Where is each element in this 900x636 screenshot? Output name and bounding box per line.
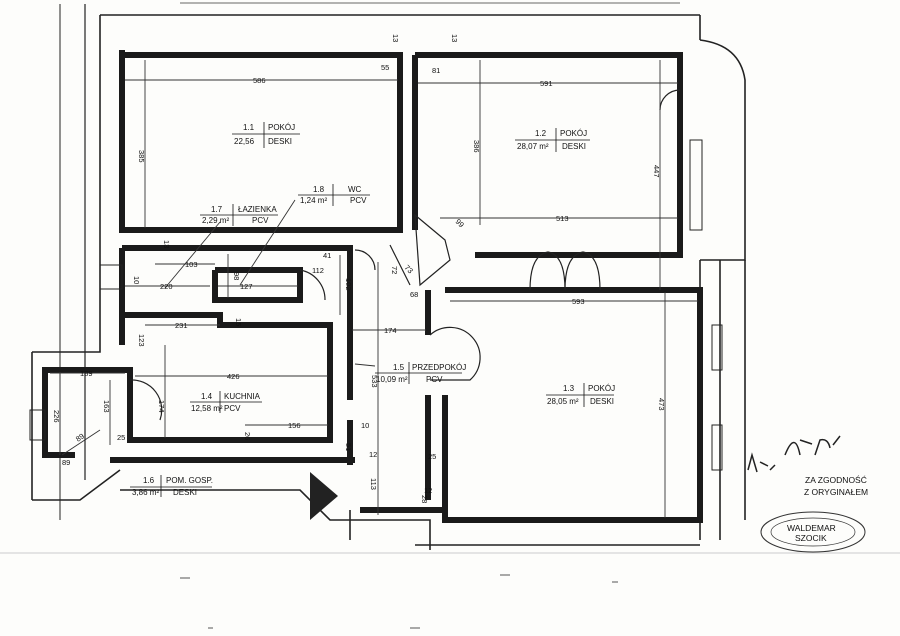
dim-label: 231 [175,321,188,330]
room-1-7-name: ŁAZIENKA [238,205,277,214]
dim-label: 113 [369,478,378,490]
dim-label: 81 [432,66,440,75]
dim-label: 593 [572,297,585,306]
doors [129,89,681,421]
outer-walls [31,14,746,550]
dim-label: 25 [428,452,436,461]
handwritten-signature [747,435,841,473]
dim-label: 123 [137,334,146,347]
dim-label: 586 [253,76,266,85]
dim-label: 98 [232,272,241,280]
dim-label: 51 [344,443,353,451]
dim-label: 385 [137,150,146,163]
dim-label: 15 [234,318,243,326]
dim-label: 174 [384,326,397,335]
room-1-4-area: 12,58 m² [191,404,223,413]
dim-label: 447 [652,165,661,178]
dim-label: 174 [157,400,166,413]
interior-walls [42,50,703,523]
room-1-1-name: POKÓJ [268,123,295,132]
room-1-2-floor: DESKI [562,142,586,151]
dim-label: 473 [657,398,666,411]
certification-line-1: ZA ZGODNOŚĆ [805,474,867,485]
dim-label: 163 [102,400,111,413]
stamp-name: WALDEMAR [787,523,836,533]
dim-label: 41 [323,251,331,260]
room-1-2-area: 28,07 m² [517,142,549,151]
room-1-3-floor: DESKI [590,397,614,406]
room-1-6-number: 1.6 [143,476,155,485]
dim-label: 10 [132,276,141,284]
dim-label: 112 [312,266,324,275]
room-1-8-area: 1,24 m² [300,196,327,205]
dim-label: 386 [472,140,481,153]
dim-label: 10 [361,421,369,430]
dimension-labels: 586 591 385 386 447 513 593 473 533 174 … [52,34,666,503]
room-1-7-floor: PCV [252,216,269,225]
dim-label: 25 [117,433,125,442]
dim-label: 513 [556,214,569,223]
dim-label: 12 [424,486,432,495]
dim-label: 55 [381,63,389,72]
room-1-8-floor: PCV [350,196,367,205]
room-1-2-name: POKÓJ [560,129,587,138]
room-1-8-number: 1.8 [313,185,325,194]
room-1-4-name: KUCHNIA [224,392,261,401]
dim-label: 89 [74,431,86,443]
dim-label: 220 [160,282,173,291]
dim-label: 591 [540,79,553,88]
dim-label: 28 [420,495,429,503]
room-1-3-number: 1.3 [563,384,575,393]
room-1-1-area: 22,56 [234,137,255,146]
dim-label: 426 [227,372,240,381]
dim-label: 127 [240,282,253,291]
room-1-5-floor: PCV [426,375,443,384]
stair-arrow [310,472,338,520]
scan-marks [180,574,618,629]
room-labels: 1.1 POKÓJ 22,56 DESKI 1.2 POKÓJ 28,07 m²… [130,122,615,497]
dim-label: 103 [185,260,198,269]
room-1-4-number: 1.4 [201,392,213,401]
dimension-lines [50,60,698,518]
dim-label: 13 [450,34,459,42]
window-marks [29,139,723,471]
room-1-7-area: 2,29 m² [202,216,229,225]
room-1-3-name: POKÓJ [588,384,615,393]
room-1-1-floor: DESKI [268,137,292,146]
leader-lines [164,199,376,367]
room-1-5-area: 10,09 m² [376,375,408,384]
dim-label: 12 [369,450,377,459]
room-1-5-number: 1.5 [393,363,405,372]
room-1-5-name: PRZEDPOKÓJ [412,363,466,372]
room-1-1-number: 1.1 [243,123,255,132]
dim-label: 13 [391,34,400,42]
room-1-2-number: 1.2 [535,129,547,138]
dim-label: 226 [52,410,61,423]
dim-label: 156 [288,421,301,430]
room-1-4-floor: PCV [224,404,241,413]
dim-label: 13 [162,240,171,248]
room-1-3-area: 28,05 m² [547,397,579,406]
dim-label: 68 [410,290,418,299]
dim-label: 26 [243,432,252,440]
room-1-7-number: 1.7 [211,205,223,214]
stamp-surname: SZOCIK [795,533,827,543]
dim-label: 89 [62,458,70,467]
dim-label: 102 [344,278,353,291]
room-1-6-name: POM. GOSP. [166,476,213,485]
dim-label: 72 [390,266,399,274]
dim-label: 533 [370,375,379,388]
room-1-6-floor: DESKI [173,488,197,497]
dim-label: 189 [80,369,93,378]
room-1-6-area: 3,86 m² [132,488,159,497]
certification-line-2: Z ORYGINAŁEM [804,487,868,497]
dim-label: 99 [454,217,466,229]
official-stamp: WALDEMAR SZOCIK [760,511,866,553]
room-1-8-name: WC [348,185,362,194]
